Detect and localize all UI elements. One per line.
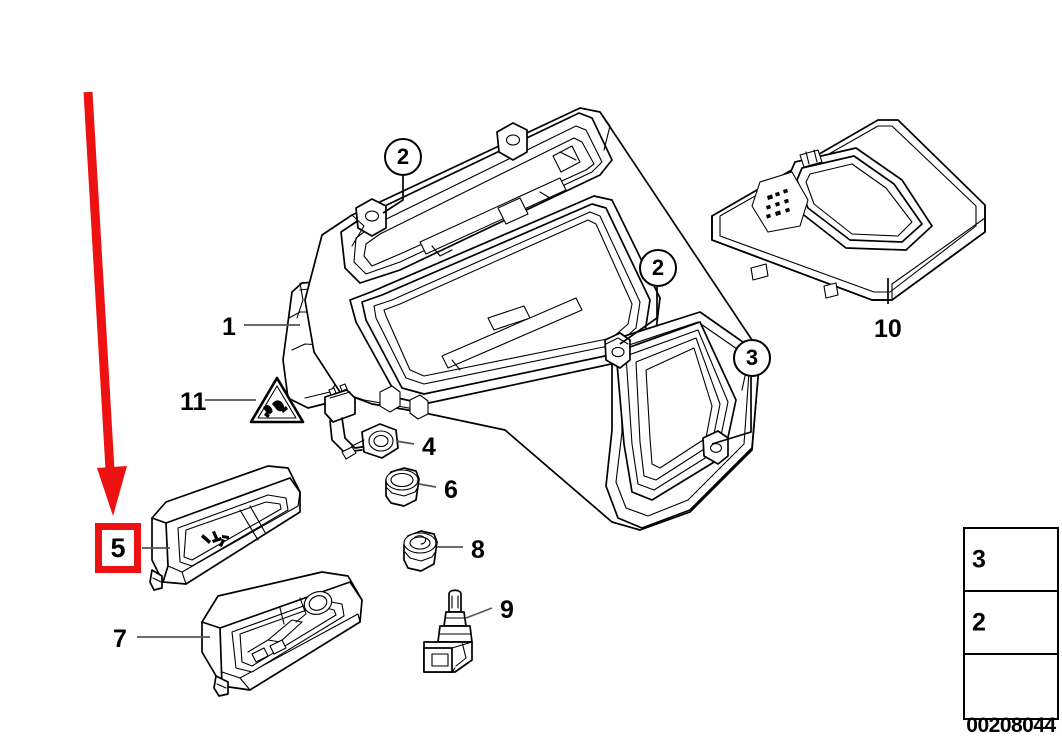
callout-circle-2-right: 2 — [639, 249, 677, 287]
part-9-bulb-socket — [423, 589, 473, 673]
callout-label-7: 7 — [113, 625, 127, 653]
highlighted-part-label: 5 — [110, 532, 126, 563]
callout-label-4: 4 — [422, 433, 436, 461]
leader-lines — [137, 176, 889, 638]
diagram-id-number: 00208044 — [966, 714, 1056, 737]
callout-label-11: 11 — [180, 388, 207, 416]
callout-label-10: 10 — [874, 315, 902, 343]
part-4-socket-harness — [324, 383, 399, 460]
part-8-socket-insert — [403, 530, 438, 572]
callout-label-1: 1 — [222, 313, 236, 341]
legend-box: 3 2 — [963, 527, 1059, 720]
callout-label-8: 8 — [471, 536, 485, 564]
block-arrow-icon — [995, 655, 1053, 718]
clip-icon — [995, 529, 1053, 590]
callout-label-9: 9 — [500, 596, 514, 624]
highlight-arrow — [83, 91, 127, 516]
legend-row-arrow — [965, 655, 1057, 718]
callout-circle-2-upper: 2 — [384, 138, 422, 176]
highlighted-part-number-5: 5 — [95, 523, 141, 573]
part-7-ashtray-insert — [201, 571, 363, 697]
legend-quantity-screw: 2 — [972, 608, 986, 636]
part-6-cap — [385, 467, 420, 507]
legend-row-clip: 3 — [965, 529, 1057, 592]
part-11-warning-label — [249, 376, 305, 424]
part-10-shifter-trim — [711, 119, 986, 301]
legend-row-screw: 2 — [965, 592, 1057, 655]
part-5-ashtray-cover — [149, 465, 301, 591]
callout-label-6: 6 — [444, 476, 458, 504]
part-main-console-trim — [304, 107, 761, 531]
legend-quantity-clip: 3 — [972, 545, 986, 573]
callout-circle-3: 3 — [733, 339, 771, 377]
screw-icon — [995, 592, 1053, 653]
